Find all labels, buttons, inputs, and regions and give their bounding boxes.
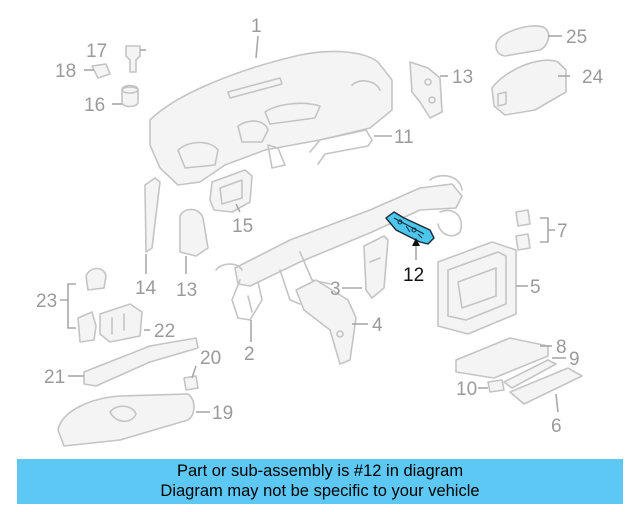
banner-line-1: Part or sub-assembly is #12 in diagram (176, 462, 464, 480)
callout-14: 14 (135, 278, 157, 299)
callout-25: 25 (566, 27, 587, 48)
leader-lines (60, 35, 570, 413)
callout-15: 15 (232, 216, 253, 237)
callout-1: 1 (251, 16, 262, 37)
part-25-lid (495, 25, 550, 57)
part-2-support-beam (215, 174, 463, 321)
part-4-reinforcement (295, 279, 357, 365)
callout-22: 22 (154, 321, 175, 342)
callout-5: 5 (530, 277, 541, 298)
part-13-upper-bracket (409, 61, 443, 119)
callout-13-upper: 13 (452, 67, 473, 88)
part-1-instrument-panel (149, 50, 393, 186)
banner-line-2: Diagram may not be specific to your vehi… (160, 482, 480, 500)
callout-9: 9 (569, 349, 580, 370)
part-10-clip (487, 379, 505, 393)
part-8-panel (455, 337, 549, 379)
part-15-vent (209, 169, 253, 213)
callout-13-lower: 13 (176, 280, 197, 301)
part-3-bracket (363, 235, 389, 299)
callout-10: 10 (456, 379, 477, 400)
part-21-lower-trim (83, 337, 199, 387)
callout-23: 23 (36, 291, 57, 312)
part-5-center-bezel (437, 241, 517, 335)
part-9-strip (503, 359, 557, 389)
callout-24: 24 (582, 67, 604, 88)
callout-16: 16 (84, 95, 105, 116)
info-banner: Part or sub-assembly is #12 in diagram D… (17, 459, 623, 504)
part-13-lower-panel (179, 208, 209, 257)
callout-17: 17 (86, 41, 107, 62)
part-22-clips (99, 303, 143, 343)
part-19-knee-bolster (57, 393, 195, 447)
callout-20: 20 (200, 348, 221, 369)
part-12-highlighted-bracket[interactable] (385, 211, 435, 245)
callout-18: 18 (55, 61, 76, 82)
part-14-pillar-trim (144, 177, 161, 253)
part-20-fastener (183, 375, 199, 391)
callout-4: 4 (372, 315, 383, 336)
part-24-glove-box (491, 59, 567, 116)
callout-labels: 1 2 3 4 5 6 7 8 9 10 11 12 13 13 14 15 1… (36, 16, 604, 437)
callout-6: 6 (551, 416, 562, 437)
callout-19: 19 (212, 403, 233, 424)
part-11-bracket (309, 129, 373, 165)
part-6-tray (509, 367, 583, 405)
callout-7: 7 (557, 221, 568, 242)
callout-2: 2 (244, 344, 255, 365)
callout-8: 8 (556, 337, 567, 358)
callout-21: 21 (44, 367, 65, 388)
parts-diagram: 1 2 3 4 5 6 7 8 9 10 11 12 13 13 14 15 1… (36, 16, 604, 447)
callout-12: 12 (403, 265, 424, 286)
callout-3: 3 (330, 279, 341, 300)
callout-11: 11 (394, 127, 414, 148)
parts-16-17-18-fasteners (91, 45, 141, 108)
part-7-clips (515, 209, 531, 251)
part-23-brackets (77, 267, 107, 343)
